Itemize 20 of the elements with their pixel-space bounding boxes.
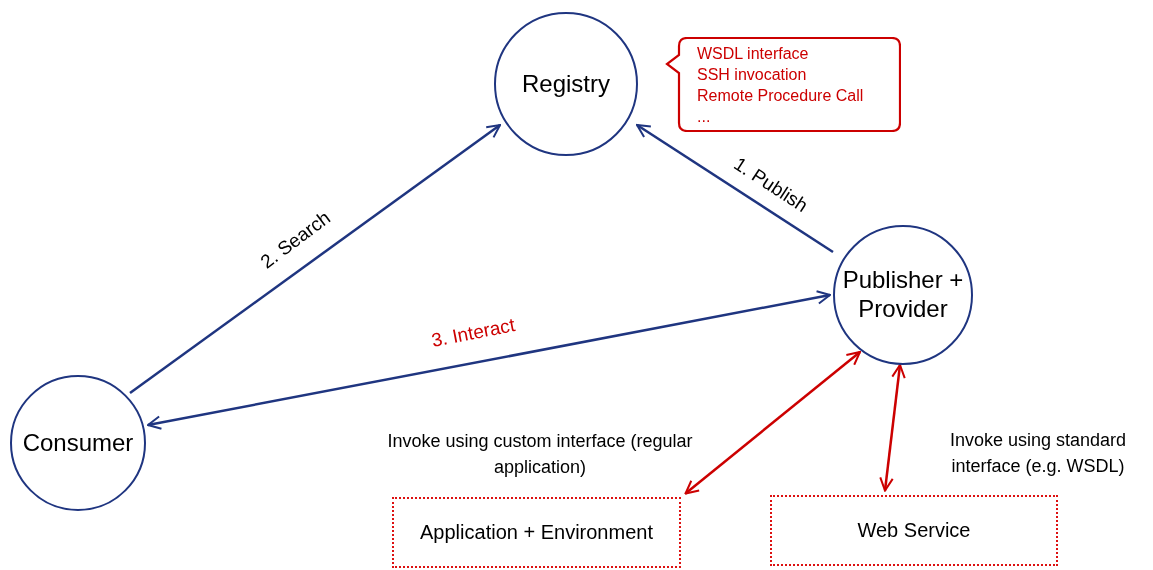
node-label: Application + Environment bbox=[420, 521, 653, 544]
node-label: Registry bbox=[522, 69, 610, 99]
arrow bbox=[684, 351, 861, 495]
callout-line: ... bbox=[697, 107, 712, 127]
arrow bbox=[636, 123, 834, 254]
node-label: Publisher + Provider bbox=[841, 266, 965, 324]
annotation-text: Invoke using custom interface (regular application) bbox=[386, 430, 694, 479]
service-box bbox=[770, 495, 1058, 566]
application-box bbox=[392, 497, 681, 568]
node-label: Consumer bbox=[22, 428, 134, 458]
node-label: Web Service bbox=[857, 519, 971, 542]
callout-bubble bbox=[665, 37, 901, 132]
arrow bbox=[147, 290, 831, 430]
arrow bbox=[879, 364, 906, 492]
arrow bbox=[129, 124, 501, 394]
callout-line: Remote Procedure Call bbox=[697, 86, 865, 106]
callout-line: SSH invocation bbox=[697, 65, 808, 85]
callout-line: WSDL interface bbox=[697, 44, 810, 64]
annotation-text: Invoke using standard interface (e.g. WSDL) bbox=[948, 429, 1128, 478]
edge-label: 3. Interact bbox=[429, 314, 517, 352]
